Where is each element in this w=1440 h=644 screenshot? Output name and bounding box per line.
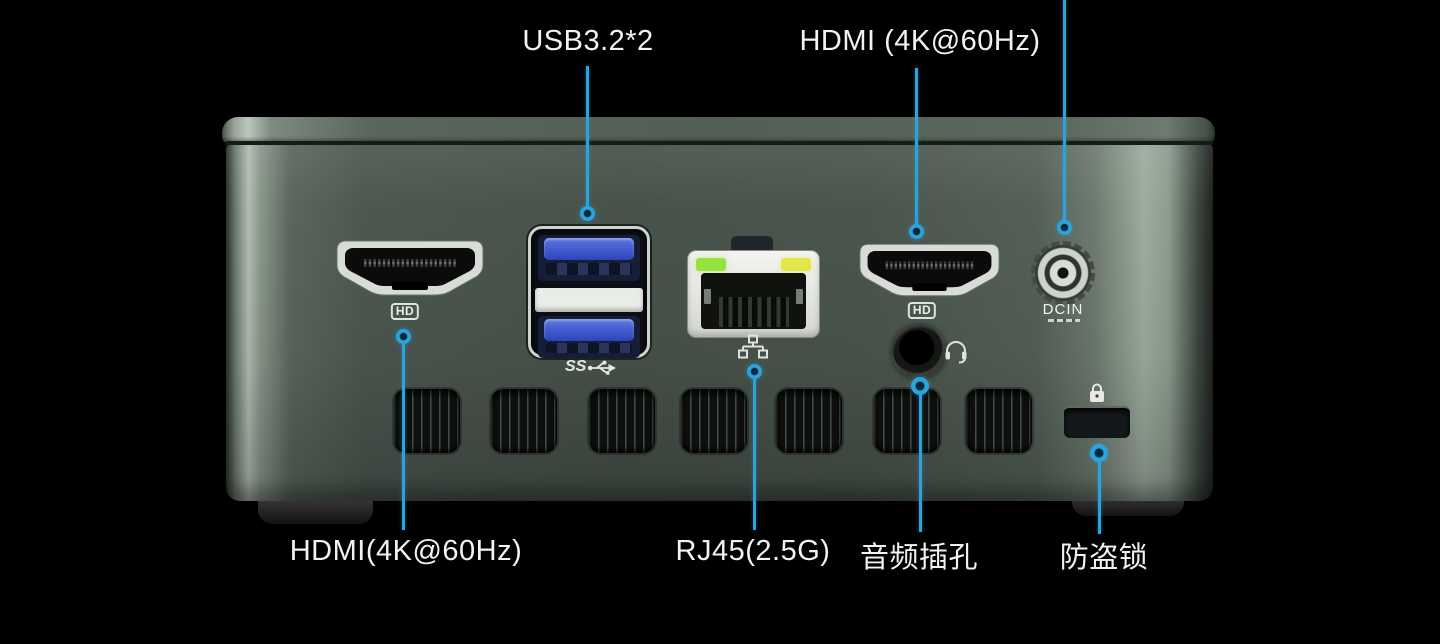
callout-line-hdmi-bottom: [402, 341, 405, 530]
callout-dot-lock: [1090, 444, 1108, 462]
vent-grille: [776, 389, 842, 453]
callout-label-audio: 音频插孔: [859, 542, 979, 574]
vent-grille: [491, 389, 557, 453]
callout-label-hdmi-bottom: HDMI(4K@60Hz): [289, 535, 523, 567]
dc-in-port: [1035, 245, 1091, 301]
dc-in-notch-ring: [1031, 241, 1095, 305]
callout-dot-dc-in: [1057, 220, 1072, 235]
usb-tongue: [544, 319, 634, 341]
usb-superspeed-logo: SS: [565, 358, 617, 376]
ethernet-latch-left: [704, 289, 711, 304]
vent-grille: [874, 389, 940, 453]
usb-divider: [535, 288, 643, 312]
callout-line-rj45: [753, 376, 756, 530]
callout-label-hdmi-top: HDMI (4K@60Hz): [799, 25, 1041, 57]
usb-tongue: [544, 238, 634, 260]
usb-ports: [528, 226, 650, 358]
padlock-icon: [1090, 383, 1104, 402]
ethernet-pins: [719, 297, 789, 327]
callout-dot-rj45: [747, 364, 762, 379]
dc-in-underline: [1048, 319, 1080, 322]
device-top-lid: [222, 117, 1215, 143]
callout-dot-hdmi-bottom: [396, 329, 411, 344]
ethernet-port: [687, 250, 820, 338]
callout-dot-usb: [580, 206, 595, 221]
ethernet-icon: [738, 334, 768, 359]
ethernet-led-green: [696, 258, 726, 271]
callout-label-lock: 防盗锁: [1059, 542, 1149, 574]
callout-line-usb: [586, 66, 589, 209]
hd-badge: HD: [907, 302, 937, 319]
usb-trident-icon: [588, 360, 617, 375]
dc-in-label: DCIN: [1042, 301, 1084, 318]
hdmi-port-right: [859, 243, 1000, 297]
callout-line-lock: [1098, 458, 1101, 534]
callout-label-usb: USB3.2*2: [522, 25, 654, 57]
audio-jack: [892, 325, 946, 379]
ethernet-latch-right: [796, 289, 803, 304]
kensington-lock-slot: [1064, 406, 1130, 438]
usb-ss-text: SS: [565, 358, 587, 375]
headset-icon: [945, 341, 967, 364]
ethernet-led-yellow: [781, 258, 811, 271]
hd-badge: HD: [390, 303, 420, 320]
usb-contacts: [546, 263, 632, 275]
callout-dot-audio: [911, 377, 929, 395]
callout-label-rj45: RJ45(2.5G): [675, 535, 831, 567]
vent-grille: [966, 389, 1032, 453]
hdmi-port-left: [336, 240, 484, 296]
usb-contacts: [546, 343, 632, 353]
callout-line-dc-in: [1063, 0, 1066, 222]
device-lid-seam: [225, 141, 1213, 146]
callout-dot-hdmi-top: [909, 224, 924, 239]
ethernet-cavity: [701, 273, 806, 329]
callout-line-hdmi-top: [915, 68, 918, 226]
vent-grille: [681, 389, 747, 453]
usb-port-top: [538, 235, 640, 281]
vent-grille: [589, 389, 655, 453]
ethernet-tab: [731, 236, 773, 254]
vent-grille: [394, 389, 460, 453]
usb-port-bottom: [538, 316, 640, 358]
callout-line-audio: [919, 390, 922, 532]
